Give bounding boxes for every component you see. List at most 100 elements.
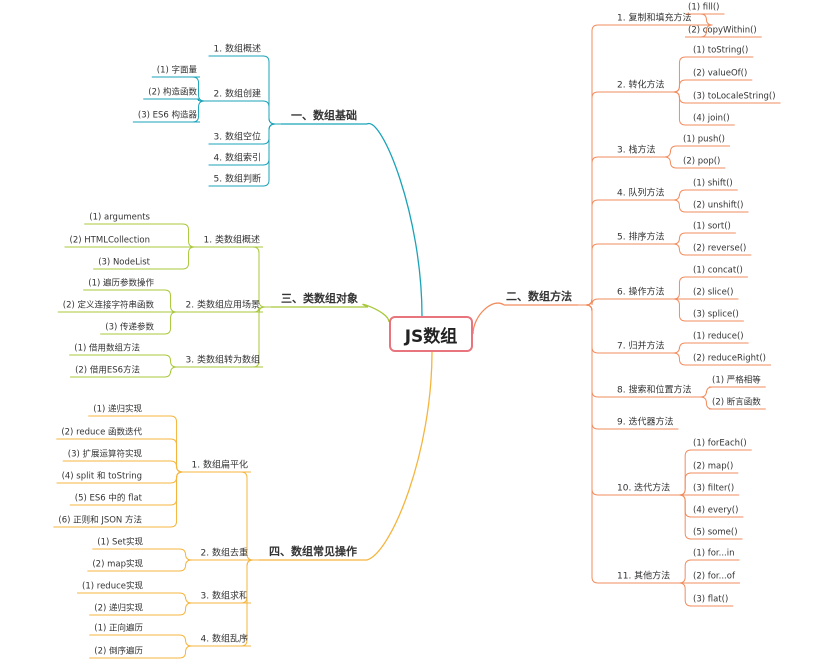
leaf-node-label[interactable]: (1) Set实现 [97, 537, 143, 548]
leaf-node-label[interactable]: (2) copyWithin() [688, 26, 757, 36]
sub-connector [578, 304, 614, 584]
branch-label-b2[interactable]: 二、数组方法 [506, 289, 572, 303]
sub-node-label[interactable]: 5. 排序方法 [617, 231, 664, 243]
leaf-node-label[interactable]: (3) toLocaleString() [693, 92, 776, 102]
leaf-connector [669, 276, 690, 300]
sub-node-label[interactable]: 3. 数组求和 [201, 590, 248, 602]
leaf-node-label[interactable]: (1) shift() [693, 179, 733, 189]
sub-connector [252, 306, 271, 368]
sub-node-label[interactable]: 1. 类数组概述 [204, 234, 260, 246]
sub-connector [578, 298, 614, 306]
leaf-node-label[interactable]: (2) slice() [693, 288, 733, 298]
sub-node-label[interactable]: 4. 数组索引 [214, 152, 261, 164]
leaf-node-label[interactable]: (1) arguments [89, 213, 150, 223]
leaf-node-label[interactable]: (3) filter() [693, 484, 734, 494]
leaf-node-label[interactable]: (4) join() [693, 114, 730, 124]
sub-node-label[interactable]: 5. 数组判断 [214, 173, 261, 185]
sub-node-label[interactable]: 3. 栈方法 [617, 144, 655, 156]
leaf-node-label[interactable]: (1) reduce实现 [82, 581, 143, 592]
sub-connector [578, 304, 614, 430]
leaf-node-label[interactable]: (2) 断言函数 [712, 397, 761, 408]
leaf-node-label[interactable]: (2) map() [693, 462, 733, 472]
sub-node-label[interactable]: 4. 数组乱序 [201, 633, 248, 645]
leaf-node-label[interactable]: (1) fill() [688, 3, 719, 13]
branch-label-b1[interactable]: 一、数组基础 [291, 108, 357, 122]
sub-node-label[interactable]: 1. 复制和填充方法 [617, 12, 691, 24]
sub-node-label[interactable]: 4. 队列方法 [617, 187, 664, 199]
leaf-node-label[interactable]: (2) pop() [683, 157, 720, 167]
leaf-node-label[interactable]: (1) 字面量 [157, 65, 198, 76]
sub-node-label[interactable]: 1. 数组概述 [214, 43, 261, 55]
leaf-connector [660, 156, 680, 169]
leaf-node-label[interactable]: (1) toString() [693, 46, 748, 56]
sub-node-label[interactable]: 3. 类数组转为数组 [186, 354, 260, 366]
leaf-node-label[interactable]: (1) sort() [693, 222, 731, 232]
leaf-node-label[interactable]: (3) flat() [693, 595, 728, 605]
sub-node-label[interactable]: 2. 类数组应用场景 [186, 299, 260, 311]
sub-node-label[interactable]: 2. 数组创建 [214, 88, 261, 100]
leaf-node-label[interactable]: (4) split 和 toString [62, 472, 142, 482]
leaf-node-label[interactable]: (2) 构造函数 [148, 87, 197, 98]
sub-node-label[interactable]: 6. 操作方法 [617, 286, 664, 298]
leaf-node-label[interactable]: (1) for...in [693, 549, 735, 559]
sub-node-label[interactable]: 2. 数组去重 [201, 547, 248, 559]
sub-node-label[interactable]: 3. 数组空位 [214, 131, 261, 143]
leaf-node-label[interactable]: (6) 正则和 JSON 方法 [58, 515, 142, 526]
leaf-node-label[interactable]: (2) HTMLCollection [70, 236, 150, 246]
leaf-node-label[interactable]: (2) 递归实现 [94, 603, 143, 614]
leaf-connector [669, 91, 690, 126]
leaf-node-label[interactable]: (1) forEach() [693, 439, 747, 449]
leaf-node-label[interactable]: (2) reverse() [693, 244, 746, 254]
leaf-connector [669, 79, 690, 93]
sub-connector [262, 123, 281, 187]
leaf-node-label[interactable]: (4) every() [693, 506, 738, 516]
leaf-connector [146, 548, 196, 561]
leaf-connector [145, 460, 187, 473]
leaf-connector [669, 199, 690, 213]
leaf-node-label[interactable]: (2) 定义连接字符串函数 [63, 300, 155, 311]
leaf-node-label[interactable]: (1) concat() [693, 266, 743, 276]
leaf-node-label[interactable]: (1) reduce() [693, 332, 744, 342]
leaf-node-label[interactable]: (2) map实现 [92, 559, 143, 570]
leaf-node-label[interactable]: (3) ES6 构造器 [138, 110, 198, 121]
leaf-node-label[interactable]: (2) unshift() [693, 201, 744, 211]
branch-label-b4[interactable]: 四、数组常见操作 [269, 544, 357, 558]
sub-node-label[interactable]: 10. 迭代方法 [617, 482, 670, 494]
leaf-node-label[interactable]: (3) 传递参数 [105, 322, 154, 333]
leaf-node-label[interactable]: (1) 严格相等 [712, 375, 761, 386]
leaf-node-label[interactable]: (5) ES6 中的 flat [75, 493, 143, 504]
leaf-connector [146, 592, 196, 604]
leaf-node-label[interactable]: (1) 递归实现 [93, 404, 142, 415]
leaf-connector [146, 634, 196, 647]
leaf-connector [146, 559, 196, 572]
sub-node-label[interactable]: 11. 其他方法 [617, 570, 670, 582]
leaf-node-label[interactable]: (2) reduce 函数迭代 [61, 427, 142, 438]
root-node[interactable]: JS数组 [389, 316, 473, 352]
leaf-node-label[interactable]: (3) 扩展运算符实现 [68, 449, 143, 460]
branch-connector [362, 303, 390, 323]
leaf-node-label[interactable]: (3) NodeList [98, 258, 150, 268]
sub-node-label[interactable]: 1. 数组扁平化 [192, 459, 248, 471]
sub-node-label[interactable]: 7. 归并方法 [617, 340, 664, 352]
leaf-node-label[interactable]: (1) 借用数组方法 [74, 343, 140, 354]
leaf-node-label[interactable]: (2) 倒序遍历 [94, 646, 143, 657]
leaf-node-label[interactable]: (1) push() [683, 135, 725, 145]
leaf-node-label[interactable]: (2) reduceRight() [693, 354, 766, 364]
leaf-connector [685, 24, 713, 38]
sub-node-label[interactable]: 8. 搜索和位置方法 [617, 384, 691, 396]
leaf-connector [669, 352, 690, 366]
leaf-node-label[interactable]: (3) splice() [693, 310, 739, 320]
leaf-node-label[interactable]: (2) for...of [693, 572, 736, 582]
leaf-connector [157, 289, 181, 313]
sub-node-label[interactable]: 9. 迭代器方法 [617, 416, 673, 428]
leaf-node-label[interactable]: (1) 遍历参数操作 [88, 278, 154, 289]
sub-node-label[interactable]: 2. 转化方法 [617, 79, 664, 91]
leaf-node-label[interactable]: (5) some() [693, 528, 738, 538]
leaf-connector [669, 342, 690, 354]
leaf-node-label[interactable]: (2) valueOf() [693, 69, 747, 79]
branch-label-b3[interactable]: 三、类数组对象 [281, 291, 358, 305]
sub-connector [578, 199, 614, 306]
leaf-node-label[interactable]: (2) 借用ES6方法 [75, 365, 140, 376]
leaf-node-label[interactable]: (1) 正向遍历 [94, 623, 143, 634]
